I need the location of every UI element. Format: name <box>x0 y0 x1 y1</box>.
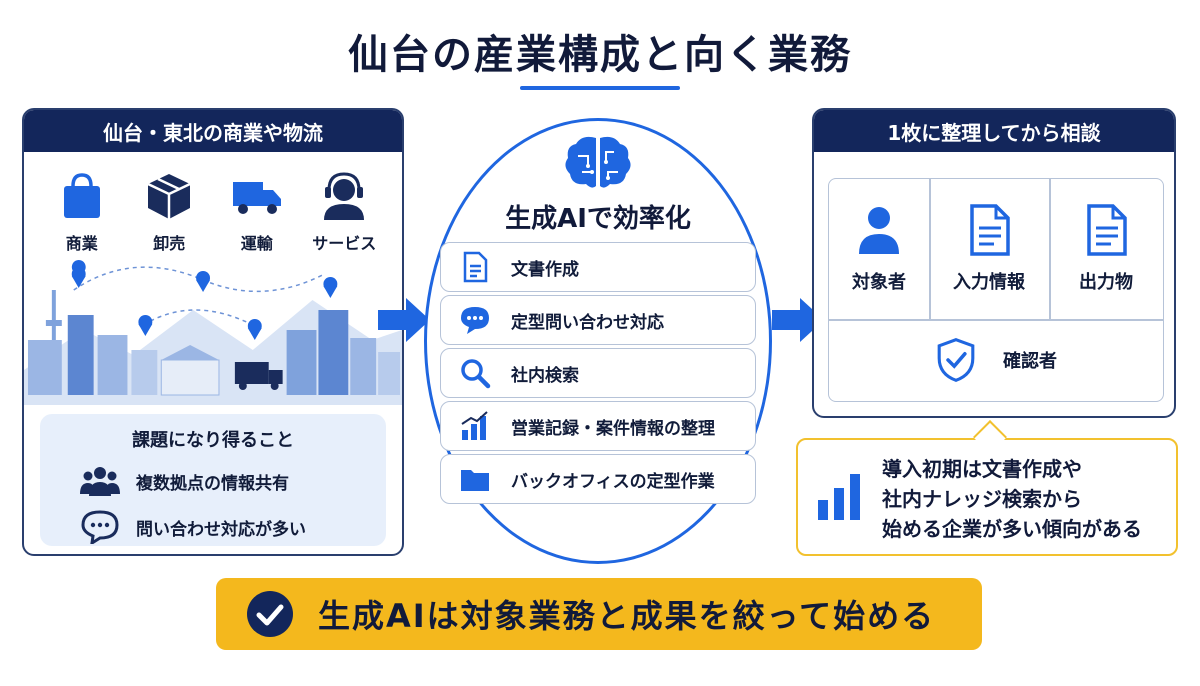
category-label: 商業 <box>65 234 98 253</box>
category-label: 卸売 <box>153 234 186 253</box>
group-icon <box>80 467 120 496</box>
category-commerce: 商業 <box>42 170 122 254</box>
callout-line: 社内ナレッジ検索から <box>882 487 1082 511</box>
issue-item: 問い合わせ対応が多い <box>80 510 386 544</box>
cell-label: 入力情報 <box>953 272 1025 293</box>
grid-divider <box>1049 179 1051 319</box>
issues-title: 課題になり得ること <box>132 430 294 451</box>
consult-grid: 対象者 入力情報 出力物 確認者 <box>828 178 1164 402</box>
cell-label: 確認者 <box>1003 351 1057 372</box>
consult-panel-header: 1枚に整理してから相談 <box>814 110 1174 152</box>
callout-line: 始める企業が多い傾向がある <box>882 517 1142 541</box>
task-document: 文書作成 <box>440 242 756 292</box>
bar-chart-icon <box>818 474 860 520</box>
page-title: 仙台の産業構成と向く業務 <box>348 32 852 78</box>
headset-icon <box>324 172 365 220</box>
cell-label: 対象者 <box>852 272 906 293</box>
task-label: 文書作成 <box>511 259 579 280</box>
box-icon <box>147 174 191 219</box>
document-icon <box>1087 204 1127 256</box>
issue-label: 問い合わせ対応が多い <box>136 519 306 540</box>
cell-input-info: 入力情報 <box>929 179 1049 319</box>
category-label: 運輸 <box>240 234 273 253</box>
tip-callout: 導入初期は文書作成や 社内ナレッジ検索から 始める企業が多い傾向がある <box>796 438 1178 556</box>
search-icon <box>461 359 491 389</box>
person-icon <box>859 207 899 254</box>
task-label: 定型問い合わせ対応 <box>511 312 664 333</box>
issue-label: 複数拠点の情報共有 <box>136 473 289 494</box>
task-sales-records: 営業記録・案件情報の整理 <box>440 401 756 451</box>
category-label: サービス <box>312 234 377 253</box>
category-transport: 運輸 <box>217 170 297 254</box>
callout-text: 導入初期は文書作成や 社内ナレッジ検索から 始める企業が多い傾向がある <box>882 454 1142 544</box>
chat-icon <box>461 307 489 334</box>
issue-item: 複数拠点の情報共有 <box>80 464 386 498</box>
task-inquiry: 定型問い合わせ対応 <box>440 295 756 345</box>
flow-arrow-icon <box>378 298 430 342</box>
cell-target-person: 対象者 <box>829 179 929 319</box>
folder-icon <box>461 470 489 491</box>
document-icon <box>970 204 1010 256</box>
category-service: サービス <box>304 170 384 254</box>
center-title: 生成AIで効率化 <box>505 204 691 234</box>
consult-panel: 1枚に整理してから相談 対象者 入力情報 出力物 <box>812 108 1176 418</box>
title-underline <box>520 86 680 90</box>
issues-box: 課題になり得ること 複数拠点の情報共有 問い合わせ対応が多い <box>40 414 386 546</box>
category-wholesale: 卸売 <box>129 170 209 254</box>
bar-chart-icon <box>461 411 488 440</box>
document-icon <box>463 251 488 283</box>
conclusion-banner: 生成AIは対象業務と成果を絞って始める <box>216 578 982 650</box>
cell-output: 出力物 <box>1049 179 1163 319</box>
cell-label: 出力物 <box>1079 272 1133 293</box>
check-circle-icon <box>247 591 293 637</box>
flow-arrow-icon <box>772 298 824 342</box>
truck-icon <box>232 182 281 214</box>
industry-panel-header: 仙台・東北の商業や物流 <box>24 110 402 152</box>
grid-divider <box>929 179 931 319</box>
conclusion-text: 生成AIは対象業務と成果を絞って始める <box>318 597 936 635</box>
shield-check-icon <box>937 338 975 382</box>
ai-brain-icon <box>565 136 631 188</box>
category-row: 商業 卸売 運輸 <box>24 170 402 254</box>
task-label: 営業記録・案件情報の整理 <box>511 418 715 439</box>
task-search: 社内検索 <box>440 348 756 398</box>
cell-reviewer: 確認者 <box>829 319 1163 401</box>
callout-line: 導入初期は文書作成や <box>882 457 1082 481</box>
task-label: バックオフィスの定型作業 <box>511 471 715 492</box>
task-label: 社内検索 <box>511 365 579 386</box>
industry-panel: 仙台・東北の商業や物流 商業 卸売 運輸 <box>22 108 404 556</box>
shopping-bag-icon <box>63 173 100 218</box>
grid-divider <box>829 319 1163 321</box>
task-backoffice: バックオフィスの定型作業 <box>440 454 756 504</box>
chat-bubble-icon <box>81 510 119 544</box>
cityscape-illustration <box>24 260 402 405</box>
